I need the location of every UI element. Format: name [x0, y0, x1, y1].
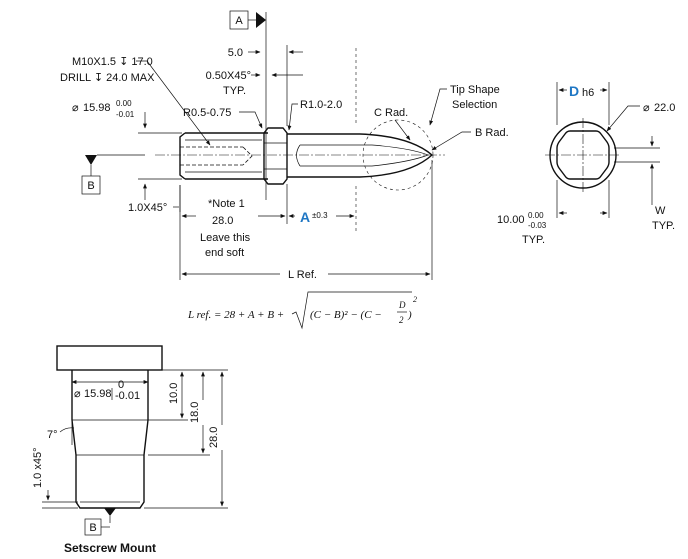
soft-note-2: end soft: [205, 247, 244, 259]
pin-end-view: D h6 ⌀ 22.0 W TYP. 10.00 0.00 -0.03 TYP.: [497, 82, 675, 246]
taper-angle: 7°: [47, 429, 58, 441]
d-tol: h6: [582, 87, 594, 99]
datum-b-symbol: B: [81, 154, 145, 195]
chamfer-050-typ: TYP.: [223, 85, 246, 97]
thread-callout: M10X1.5 ↧ 17.0: [72, 56, 153, 68]
chamfer-10-label: 1.0X45°: [128, 202, 167, 214]
radius-large-label: R1.0-2.0: [300, 99, 342, 111]
tip-shape-label-1: Tip Shape: [450, 84, 500, 96]
length-formula: L ref. = 28 + A + B + (C − B)² − (C − D …: [187, 291, 417, 330]
mount-dim-10: 10.0: [168, 383, 180, 404]
pin-side-view: A: [60, 10, 509, 281]
tip-detail-circle: [362, 119, 434, 191]
dim-a-tol: ±0.3: [312, 211, 328, 220]
datum-a-label: A: [235, 15, 243, 27]
note-1: *Note 1: [208, 198, 245, 210]
d-label: D: [569, 83, 579, 99]
threaded-shank: [179, 132, 268, 180]
pin-tip: [287, 133, 434, 178]
soft-note-1: Leave this: [200, 232, 251, 244]
formula-exp: 2: [413, 295, 417, 304]
w-label: W: [655, 205, 666, 217]
formula-frac-den: 2: [399, 315, 404, 325]
formula-tail: ): [407, 309, 412, 321]
radius-small-label: R0.5-0.75: [183, 107, 231, 119]
mount-chamfer: 1.0 x45°: [32, 448, 44, 488]
dim-a-label: A: [300, 209, 310, 225]
chamfer-050-label: 0.50X45°: [206, 70, 251, 82]
mount-head: [56, 345, 163, 371]
datum-a-symbol: A: [229, 10, 266, 30]
w-typ: TYP.: [652, 220, 675, 232]
formula-frac-num: D: [398, 300, 406, 310]
l-ref-label: L Ref.: [288, 269, 317, 281]
c-rad-label: C Rad.: [374, 107, 408, 119]
formula-radical: (C − B)² − (C −: [310, 309, 382, 321]
dia-1598-callout: ⌀ 15.98 0.00 -0.01: [72, 99, 182, 200]
dia22-value: 22.0: [654, 102, 675, 114]
w-dim-value: 10.00: [497, 214, 525, 226]
hex-profile: [556, 130, 610, 180]
drill-callout-text: DRILL ↧ 24.0 MAX: [60, 72, 155, 84]
mount-dia-symbol: ⌀: [74, 388, 81, 400]
hex-collar: [263, 127, 288, 185]
tip-shape-label-2: Selection: [452, 99, 497, 111]
mount-tol-upper: 0: [118, 379, 124, 391]
dia-symbol: ⌀: [72, 102, 79, 114]
datum-b-label: B: [87, 180, 94, 192]
w-tol-lower: -0.03: [528, 221, 547, 230]
b-rad-label: B Rad.: [475, 127, 509, 139]
w-tol-upper: 0.00: [528, 211, 544, 220]
dia22-symbol: ⌀: [643, 102, 650, 114]
dia-tol-upper: 0.00: [116, 99, 132, 108]
dim-28: 28.0: [212, 215, 233, 227]
setscrew-caption: Setscrew Mount: [64, 541, 156, 555]
dim-5: 5.0: [228, 47, 243, 59]
formula-lhs: L ref. = 28 + A + B +: [187, 309, 284, 321]
mount-dim-28: 28.0: [208, 427, 220, 448]
mount-datum-b: B: [89, 522, 96, 534]
mount-dim-18: 18.0: [189, 402, 201, 423]
mount-dia-value: 15.98: [84, 388, 112, 400]
mount-tol-lower: -0.01: [115, 390, 140, 402]
setscrew-mount-view: ⌀ 15.98 0 -0.01 10.0 18.0 28.0 7° 1.0 x4…: [32, 345, 228, 555]
dia-value: 15.98: [83, 102, 111, 114]
w-dim-typ: TYP.: [522, 234, 545, 246]
dia-tol-lower: -0.01: [116, 110, 135, 119]
